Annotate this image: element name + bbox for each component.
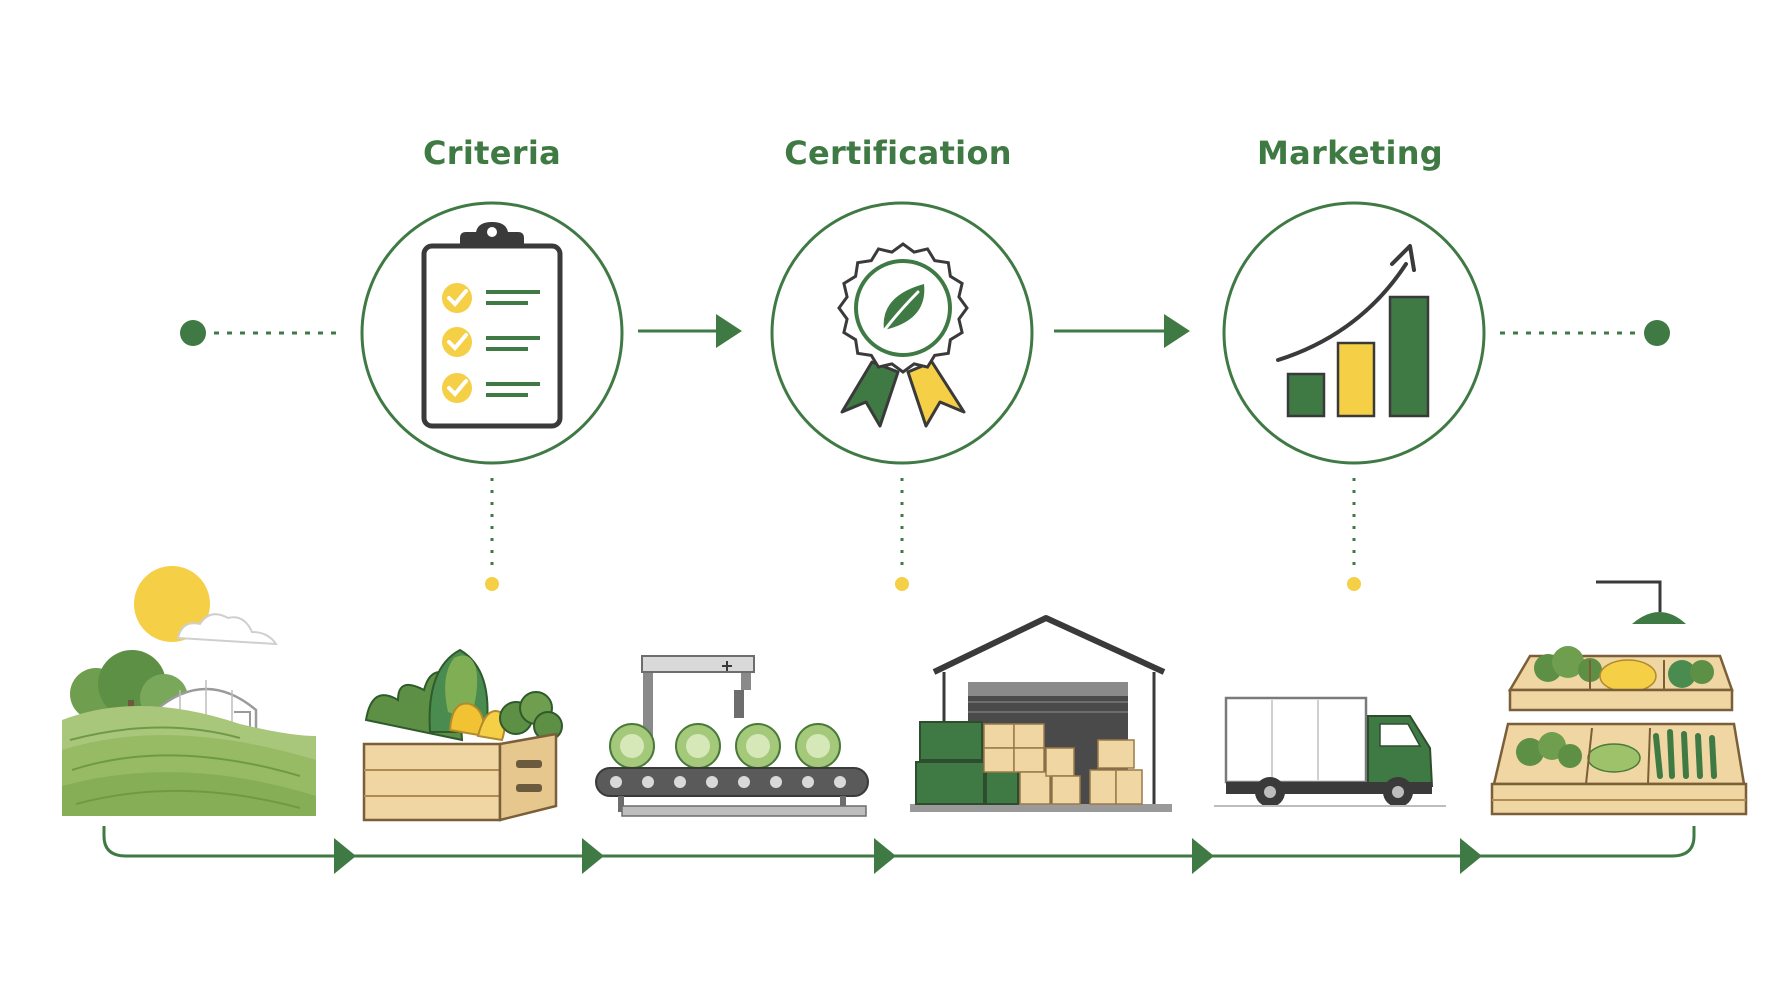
clipboard-checklist-icon [421, 222, 563, 429]
flow-arrow-1 [334, 838, 356, 874]
award-ribbon-leaf-icon [837, 242, 969, 428]
growth-bar-chart-icon [1276, 244, 1430, 418]
vegetable-crate-icon [362, 648, 563, 822]
step-title-marketing: Marketing [1257, 134, 1443, 172]
supply-chain-flow-line [102, 826, 1696, 874]
arrowhead-certification-to-marketing [1164, 314, 1190, 348]
marketing-circle [1222, 201, 1486, 465]
delivery-truck-icon [1214, 696, 1446, 807]
marketing-drop-dot [1347, 577, 1361, 591]
market-produce-stall-icon [1490, 580, 1748, 816]
start-dot [180, 320, 206, 346]
process-flow-line [180, 314, 1670, 348]
end-dot [1644, 320, 1670, 346]
certification-drop-dot [895, 577, 909, 591]
flow-arrow-5 [1460, 838, 1482, 874]
flow-arrow-4 [1192, 838, 1214, 874]
farm-fields-greenhouse-icon [62, 566, 316, 816]
flow-arrow-3 [874, 838, 896, 874]
flow-arrow-2 [582, 838, 604, 874]
processing-conveyor-icon [595, 655, 869, 817]
warehouse-storage-icon [910, 615, 1172, 812]
arrowhead-criteria-to-certification [716, 314, 742, 348]
criteria-drop-dot [485, 577, 499, 591]
step-title-certification: Certification [784, 134, 1012, 172]
step-title-criteria: Criteria [423, 134, 561, 172]
